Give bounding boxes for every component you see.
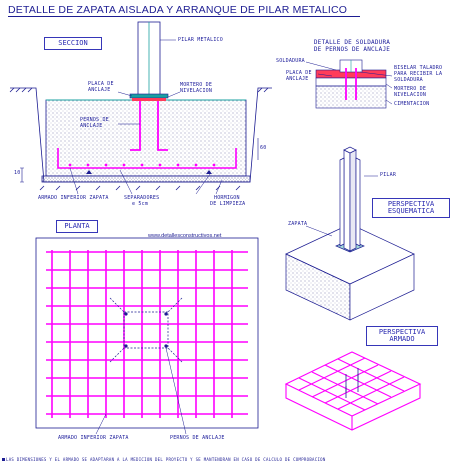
label-soldadura: SOLDADURA — [276, 58, 305, 64]
plan-leaders — [95, 347, 187, 435]
perspectiva-armado-line1: PERSPECTIVA — [378, 328, 426, 336]
drawing-title: DETALLE DE ZAPATA AISLADA Y ARRANQUE DE … — [8, 4, 348, 16]
label-pernos-plan: PERNOS DE ANCLAJE — [170, 435, 225, 441]
label-armado-plan: ARMADO INFERIOR ZAPATA — [58, 435, 129, 441]
label-separadores-2: e 5cm — [132, 201, 149, 207]
plan-view — [35, 237, 259, 435]
label-placa-anclaje-2: ANCLAJE — [88, 87, 111, 93]
label-cimentacion: CIMENTACION — [394, 101, 430, 107]
label-pilar: PILAR — [380, 172, 397, 178]
label-biselar-1: BISELAR TALADRO — [394, 65, 443, 71]
label-armado-section: ARMADO INFERIOR ZAPATA — [38, 195, 109, 201]
footing-concrete — [45, 99, 247, 177]
label-hormigon-2: DE LIMPIEZA — [210, 201, 246, 207]
label-dim-left: 10 — [14, 170, 21, 176]
label-hormigon-1: HORMIGON — [214, 195, 240, 201]
title-underline — [8, 16, 360, 17]
separators — [86, 170, 212, 174]
rebar-perspective-bolts — [345, 368, 359, 398]
lean-concrete — [41, 175, 251, 183]
perspectiva-armado-box: PERSPECTIVA ARMADO — [366, 326, 438, 346]
label-weld-placa-2: ANCLAJE — [286, 76, 309, 82]
section-anchor-bolts — [130, 96, 168, 151]
label-pilar-metalico: PILAR METALICO — [178, 37, 223, 43]
label-mortero-2: NIVELACION — [180, 88, 213, 94]
weld-detail — [315, 59, 387, 109]
website-watermark: www.detallesconstructivos.net — [148, 233, 222, 239]
schematic-leaders — [305, 175, 378, 237]
section-view — [9, 87, 272, 191]
ground-hatch — [9, 87, 269, 191]
section-base-plate — [129, 93, 169, 99]
label-weld-placa-1: PLACA DE — [286, 70, 312, 76]
section-rebar-dots — [68, 163, 216, 167]
schematic-footing — [285, 223, 415, 321]
plan-column-outline — [109, 297, 183, 363]
weld-heading-1: DETALLE DE SOLDADURA — [313, 39, 391, 46]
perspectiva-esquematica-line2: ESQUEMATICA — [387, 207, 435, 215]
rebar-perspective — [284, 351, 422, 431]
plan-anchor-bolts — [124, 312, 168, 348]
label-separadores-1: SEPARADORES — [124, 195, 160, 201]
section-column — [137, 21, 161, 97]
plan-caption-box: PLANTA — [56, 220, 98, 233]
section-rebar — [57, 148, 237, 169]
label-dim-right: 60 — [260, 145, 267, 151]
schematic-column — [339, 146, 361, 252]
label-weld-mortero-1: MORTERO DE — [394, 86, 427, 92]
weld-bolts — [345, 68, 357, 100]
section-leaders — [69, 39, 223, 195]
weld-heading-2: DE PERNOS DE ANCLAJE — [313, 46, 391, 53]
label-pernos-2: ANCLAJE — [80, 123, 103, 129]
weld-leaders — [305, 61, 393, 105]
label-mortero-1: MORTERO DE — [180, 82, 213, 88]
label-biselar-2: PARA RECIBIR LA — [394, 71, 443, 77]
plan-rebar-grid — [46, 250, 248, 418]
section-caption-box: SECCION — [44, 37, 102, 50]
label-zapata: ZAPATA — [288, 221, 308, 227]
note-bullet — [2, 458, 5, 461]
label-weld-mortero-2: NIVELACION — [394, 92, 427, 98]
section-dimensions — [20, 138, 259, 183]
label-biselar-3: SOLDADURA — [394, 77, 423, 83]
label-placa-anclaje-1: PLACA DE — [88, 81, 114, 87]
perspectiva-armado-line2: ARMADO — [389, 335, 415, 343]
footnote: LAS DIMENSIONES Y EL ARMADO SE ADAPTARAN… — [6, 457, 326, 462]
perspectiva-esquematica-box: PERSPECTIVA ESQUEMATICA — [372, 198, 450, 218]
label-pernos-1: PERNOS DE — [80, 117, 109, 123]
perspectiva-esquematica-line1: PERSPECTIVA — [387, 200, 435, 208]
section-grout — [132, 98, 166, 101]
